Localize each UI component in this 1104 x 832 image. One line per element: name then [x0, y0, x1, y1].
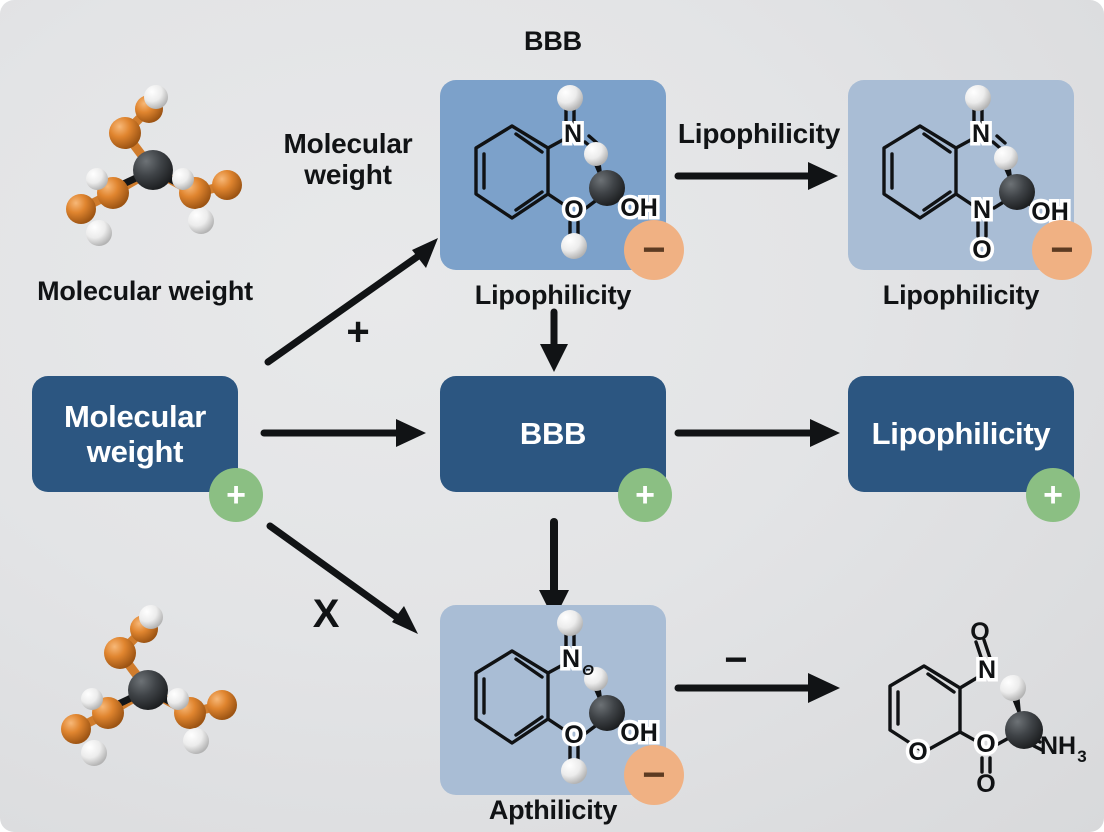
- arrow-mw-to-apthilicity: [266, 522, 432, 646]
- svg-text:3: 3: [1077, 747, 1086, 766]
- badge-positive-bbb: +: [618, 468, 672, 522]
- svg-text:Θ: Θ: [582, 662, 594, 679]
- box-molecular-weight[interactable]: Molecular weight: [32, 376, 238, 492]
- svg-text:OH: OH: [620, 719, 658, 747]
- svg-text:N: N: [562, 645, 580, 673]
- edge-sign-cross: X: [312, 592, 340, 636]
- svg-text:N: N: [978, 656, 996, 684]
- badge-negative-bottom-center: −: [624, 745, 684, 805]
- svg-text:O: O: [972, 236, 991, 264]
- svg-text:N: N: [973, 196, 991, 224]
- badge-positive-molecular-weight: +: [209, 468, 263, 522]
- box-bbb-label: BBB: [519, 416, 587, 452]
- molecule-ball-stick-bottom-left: [50, 595, 250, 766]
- svg-text:O: O: [564, 196, 583, 224]
- box-molecular-weight-label: Molecular weight: [63, 398, 206, 469]
- svg-text:N: N: [562, 645, 580, 673]
- molecule-ball-stick-top-left: [55, 75, 255, 246]
- svg-text:O: O: [564, 721, 583, 749]
- svg-text:N: N: [978, 656, 996, 684]
- svg-text:OH: OH: [620, 194, 658, 222]
- badge-negative-top-right: −: [1032, 220, 1092, 280]
- svg-text:N: N: [972, 120, 990, 148]
- arrow-lipophilicity-to-bbb: [536, 308, 572, 376]
- svg-text:N: N: [564, 120, 582, 148]
- svg-text:OH: OH: [620, 719, 658, 747]
- arrow-top-center-to-top-right: [674, 158, 844, 194]
- structure-caption-top-center: Lipophilicity: [474, 280, 632, 310]
- svg-text:O: O: [976, 730, 995, 758]
- svg-text:O: O: [970, 618, 989, 646]
- svg-text:NH: NH: [1040, 732, 1076, 760]
- edge-sign-positive-top: +: [346, 310, 370, 354]
- svg-text:N: N: [564, 120, 582, 148]
- structure-lipophilicity-top: N N O O OH OH: [474, 85, 661, 259]
- structure-nitroso-ester: O N N O O O O O NH 3: [888, 618, 1087, 798]
- edge-sign-negative-bottom: −: [724, 638, 748, 682]
- svg-text:O: O: [564, 196, 583, 224]
- edge-label-mw-to-lipophilicity: Molecular weight: [283, 128, 413, 191]
- arrow-apthilicity-to-product: [674, 670, 844, 706]
- structure-caption-top-right: Lipophilicity: [882, 280, 1040, 310]
- structure-caption-bottom-center: Apthilicity: [488, 795, 618, 825]
- svg-text:OH: OH: [620, 194, 658, 222]
- arrow-mw-to-top-center: [260, 230, 450, 370]
- svg-text:O: O: [976, 770, 995, 798]
- box-lipophilicity-label: Lipophilicity: [871, 416, 1051, 452]
- svg-text:N: N: [972, 120, 990, 148]
- diagram-title: BBB: [524, 26, 582, 56]
- svg-text:O: O: [972, 236, 991, 264]
- structure-bottom-right: O N N O O O O O NH 3: [860, 612, 1092, 802]
- structure-apthilicity: N N Θ O O OH OH: [474, 610, 661, 784]
- svg-text:O: O: [564, 721, 583, 749]
- arrow-bbb-to-lipophilicity: [674, 415, 844, 451]
- molecule-caption-top-left: Molecular weight: [37, 276, 253, 306]
- badge-positive-lipophilicity: +: [1026, 468, 1080, 522]
- edge-label-lipophilicity-top: Lipophilicity: [677, 118, 841, 149]
- svg-text:O: O: [908, 738, 927, 766]
- svg-text:O: O: [976, 730, 995, 758]
- badge-negative-top-center: −: [624, 220, 684, 280]
- svg-text:N: N: [973, 196, 991, 224]
- arrow-mw-to-bbb: [260, 415, 430, 451]
- svg-text:O: O: [908, 738, 927, 766]
